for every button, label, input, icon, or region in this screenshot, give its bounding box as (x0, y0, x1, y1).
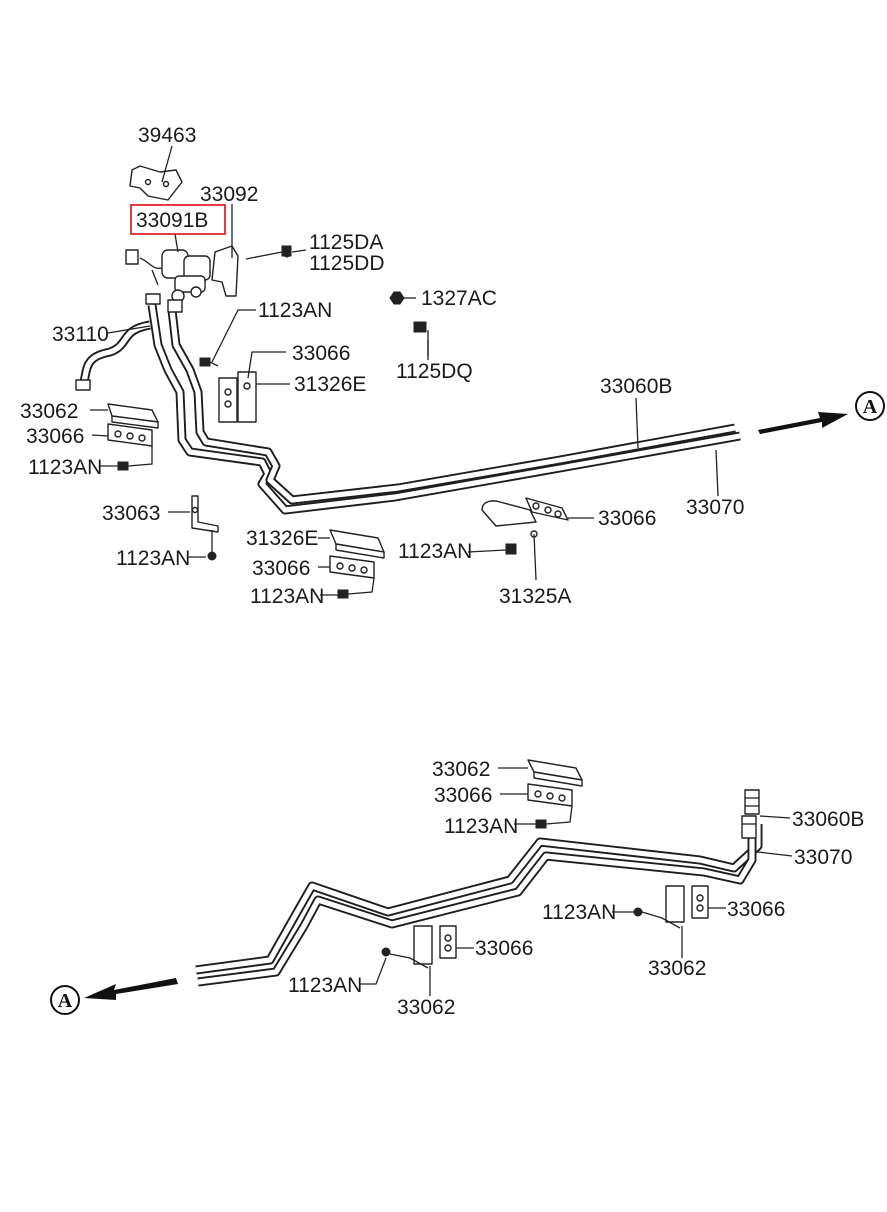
label-33066-a: 33066 (292, 342, 350, 365)
label-1123AN-a: 1123AN (258, 299, 332, 322)
clip-33062-bottom-a (527, 759, 583, 787)
screw-1123AN-a (199, 357, 219, 367)
ref-label-a-top: A (863, 396, 878, 418)
nut-1327AC (389, 291, 405, 305)
label-33063: 33063 (102, 502, 160, 525)
label-1125DD: 1125DD (309, 252, 385, 275)
label-31326E-b: 31326E (246, 527, 318, 550)
bracket-33063 (191, 495, 219, 561)
label-33092: 33092 (200, 183, 258, 206)
ref-label-a-bottom: A (58, 990, 73, 1012)
label-1125DQ: 1125DQ (396, 360, 473, 383)
label-1123AN-d: 1123AN (250, 585, 324, 608)
label-33066-bottom-a: 33066 (434, 784, 492, 807)
clip-33062-a (107, 403, 159, 429)
arrow-to-A-top: A (758, 391, 885, 434)
brake-line-main-bottom (195, 789, 763, 987)
bolt-1125DQ (413, 321, 429, 360)
label-33066-b: 33066 (26, 425, 84, 448)
label-33062-bottom-c: 33062 (397, 996, 455, 1019)
screw-1123AN-b (117, 446, 153, 471)
label-33066-bottom-b: 33066 (727, 898, 785, 921)
label-33091B: 33091B (136, 209, 208, 232)
label-1123AN-b: 1123AN (28, 456, 102, 479)
clip-33062-bottom-c (381, 925, 457, 996)
clip-31326E-b (329, 529, 385, 599)
label-1123AN-bottom-b: 1123AN (542, 901, 616, 924)
clip-31326E-a (218, 371, 257, 423)
ref-circle-a-bottom (50, 985, 80, 1015)
label-33066-bottom-c: 33066 (475, 937, 533, 960)
label-33110: 33110 (52, 323, 109, 346)
clip-31325A (481, 497, 569, 581)
label-39463: 39463 (138, 124, 196, 147)
clip-33066-bottom-a (527, 783, 573, 829)
label-33060B-bottom: 33060B (792, 808, 864, 831)
top-section: A 39 (20, 124, 885, 608)
label-33062-bottom-b: 33062 (648, 957, 706, 980)
bracket-39463 (129, 165, 183, 201)
leaders-top (90, 145, 719, 596)
label-1125DA: 1125DA (309, 231, 383, 254)
bracket-33092 (211, 245, 239, 297)
bolt-1125DA (245, 245, 292, 260)
leaders-bottom (360, 767, 793, 985)
label-33070-top: 33070 (686, 496, 744, 519)
label-33062-bottom-a: 33062 (432, 758, 490, 781)
label-1327AC: 1327AC (421, 287, 497, 310)
hose-33110 (75, 320, 151, 391)
label-1123AN-e: 1123AN (398, 540, 472, 563)
clip-33062-bottom-b (633, 885, 709, 958)
label-31325A: 31325A (499, 585, 571, 608)
bottom-section: A (50, 758, 864, 1019)
label-1123AN-c: 1123AN (116, 547, 190, 570)
ref-circle-a-top (855, 391, 885, 421)
label-33070-bottom: 33070 (794, 846, 852, 869)
label-33066-d: 33066 (598, 507, 656, 530)
brake-line-main-top (147, 304, 741, 515)
label-1123AN-bottom-a: 1123AN (444, 815, 518, 838)
label-33062-a: 33062 (20, 400, 78, 423)
label-1123AN-bottom-c: 1123AN (288, 974, 362, 997)
label-33060B-top: 33060B (600, 375, 672, 398)
highlight-box-33091B (130, 204, 226, 235)
valve-assembly-33091B (125, 249, 211, 313)
label-33066-c: 33066 (252, 557, 310, 580)
label-31326E-a: 31326E (294, 373, 366, 396)
arrow-to-A-bottom: A (50, 978, 178, 1015)
clip-33066-b (107, 423, 153, 447)
